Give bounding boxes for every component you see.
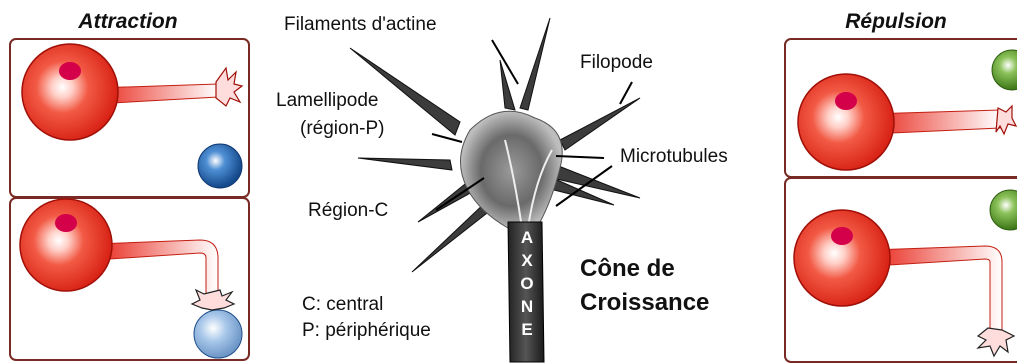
label-region-p: (région-P) [300,118,384,139]
axone-letter-3: O [520,274,533,293]
nucleus-bottom-left [55,214,77,232]
legend-central: C: central [302,294,383,315]
label-microtubules: Microtubules [620,146,728,167]
label-filopode: Filopode [580,52,653,73]
attraction-title: Attraction [77,10,177,33]
soma-bottom-right [794,210,890,306]
repulsion-box-top [785,39,1017,177]
soma-top-left [22,44,118,140]
attractant-blue-bottom [194,310,242,358]
nucleus-top-left [59,62,81,80]
attraction-box-bottom [10,198,249,360]
repulsion-title: Répulsion [845,10,947,33]
repulsion-box-bottom [785,178,1017,362]
axone-letter-1: A [521,228,533,247]
axone-letter-4: N [521,297,533,316]
soma-bottom-left [20,199,112,291]
axone-letter-2: X [521,251,533,270]
label-lamellipode: Lamellipode [276,90,378,111]
nucleus-bottom-right [831,227,853,245]
attractant-blue-top [198,144,242,188]
label-region-c: Région-C [308,200,388,221]
label-actin-filaments: Filaments d'actine [284,14,437,35]
soma-top-right [798,74,894,170]
axone-letters: A X O N E [520,228,533,339]
legend-peripheral: P: périphérique [302,320,431,341]
attraction-box-top [10,39,249,197]
main-title-line2: Croissance [580,289,709,316]
nucleus-top-right [835,92,857,110]
axone-letter-5: E [521,320,532,339]
main-title-line1: Cône de [580,255,675,282]
